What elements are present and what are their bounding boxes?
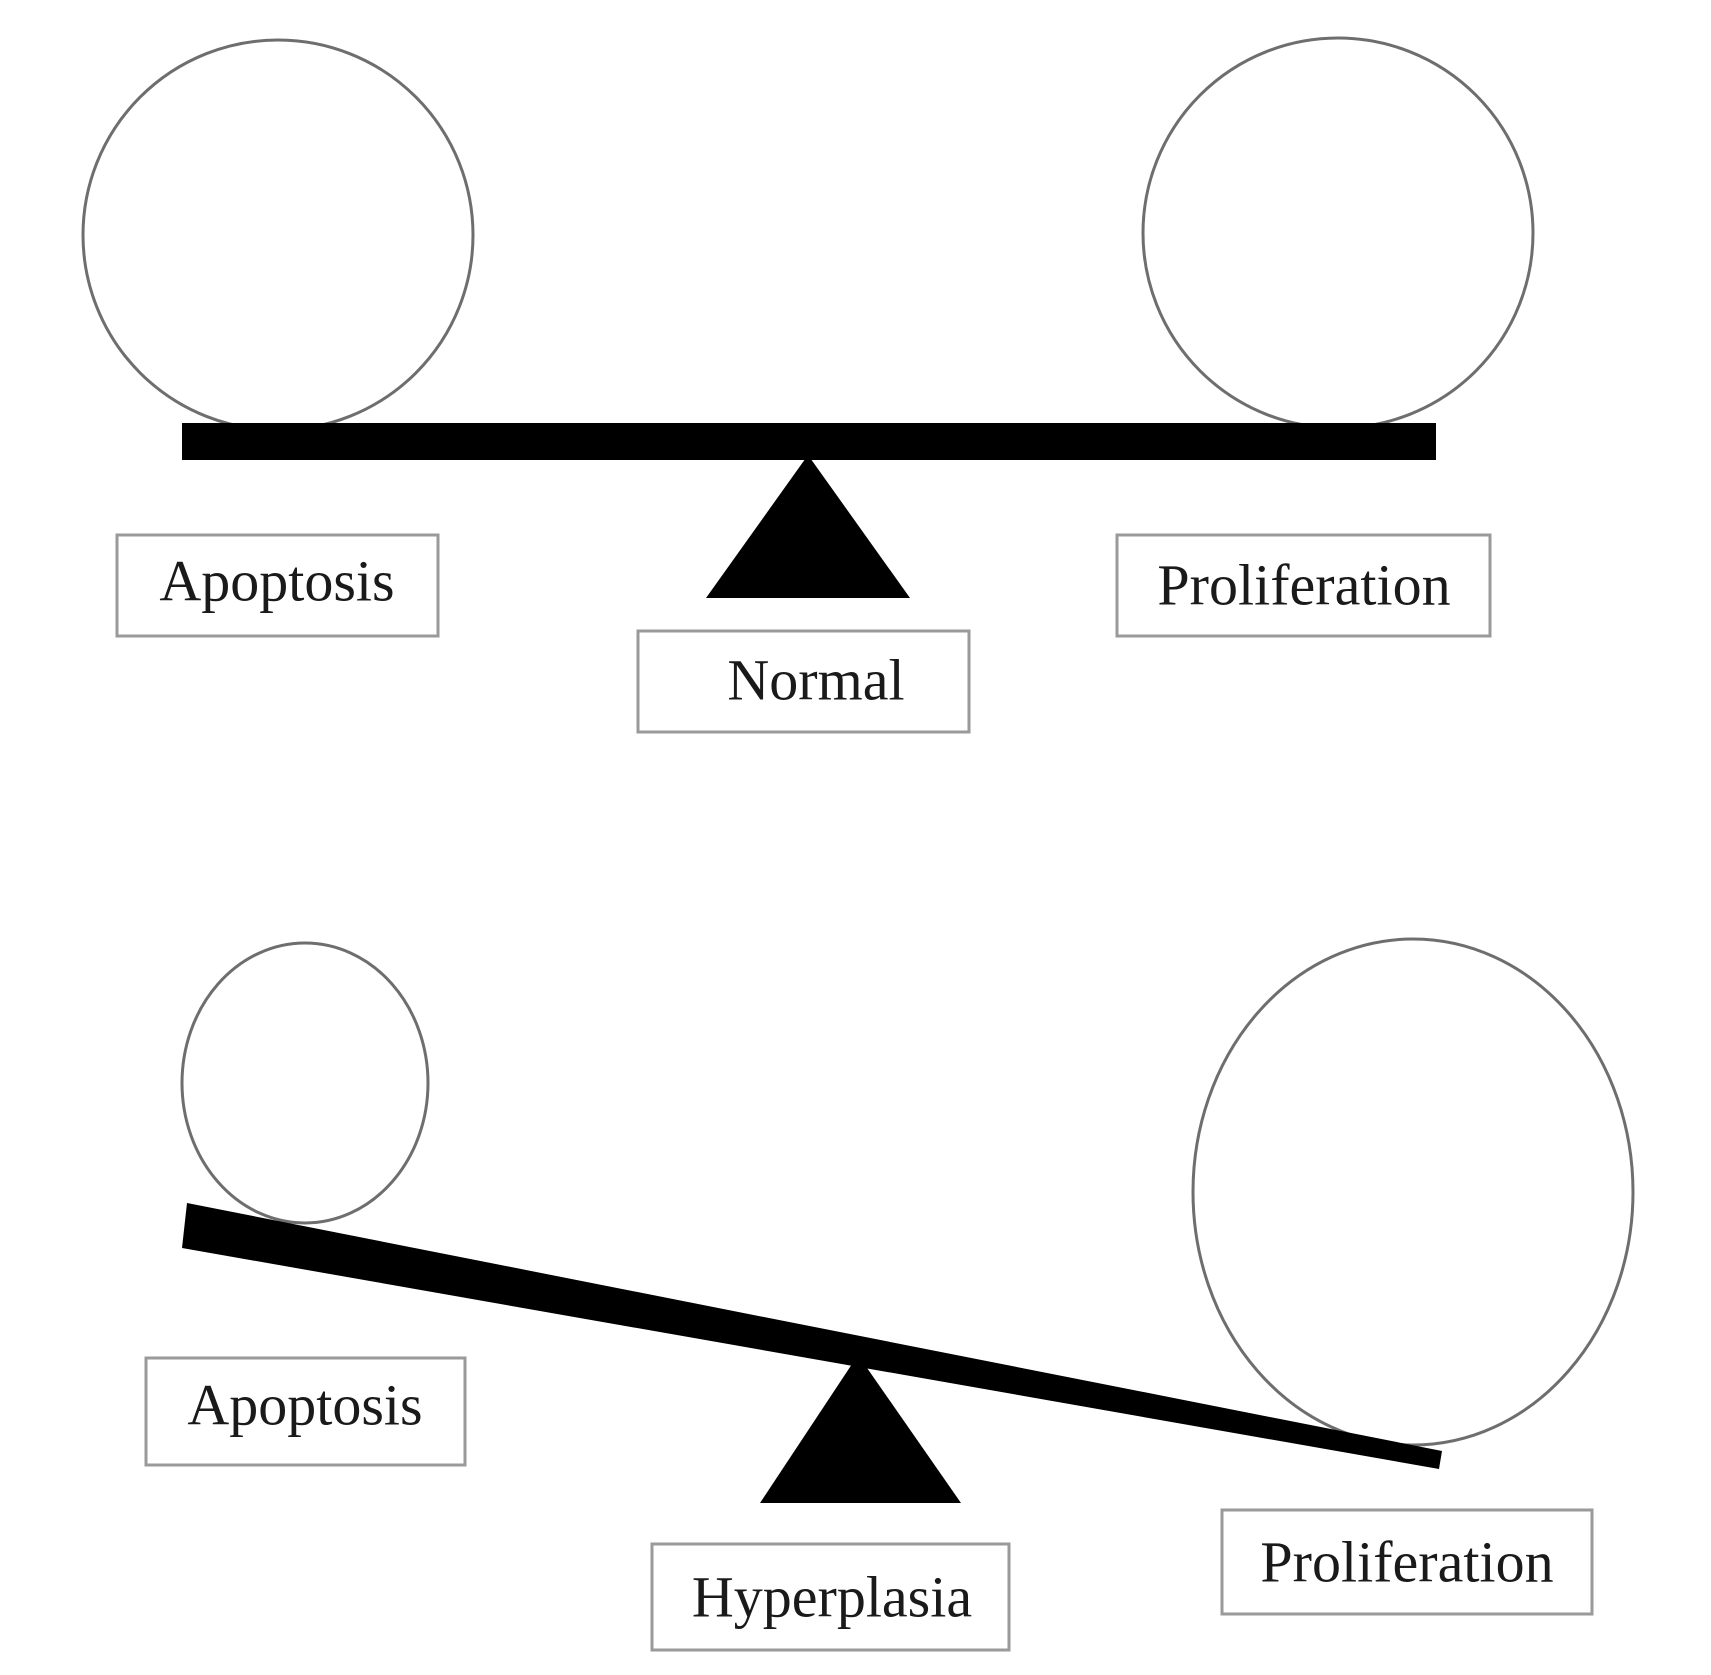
top-proliferation-label: Proliferation bbox=[1115, 533, 1492, 638]
bottom-seesaw-beam bbox=[182, 1203, 1442, 1469]
top-apoptosis-weight bbox=[81, 38, 475, 432]
bottom-apoptosis-label-text: Apoptosis bbox=[187, 1373, 422, 1438]
top-normal-label-text: Normal bbox=[727, 648, 904, 713]
top-proliferation-label-box bbox=[1115, 533, 1492, 638]
bottom-hyperplasia-label: Hyperplasia bbox=[650, 1542, 1011, 1652]
bottom-proliferation-label: Proliferation bbox=[1220, 1508, 1594, 1616]
bottom-hyperplasia-label-box bbox=[650, 1542, 1011, 1652]
top-balance: Apoptosis Proliferation Normal bbox=[81, 36, 1535, 734]
bottom-fulcrum bbox=[760, 1355, 961, 1503]
bottom-hyperplasia-label-text: Hyperplasia bbox=[692, 1565, 972, 1630]
top-apoptosis-label-box bbox=[115, 533, 440, 638]
top-normal-label-box bbox=[636, 629, 971, 734]
bottom-apoptosis-weight bbox=[180, 941, 430, 1225]
bottom-proliferation-weight bbox=[1191, 937, 1635, 1447]
top-fulcrum bbox=[706, 455, 910, 598]
top-proliferation-weight bbox=[1141, 36, 1535, 430]
top-normal-label: Normal bbox=[636, 629, 971, 734]
bottom-apoptosis-label: Apoptosis bbox=[144, 1356, 467, 1467]
bottom-proliferation-label-box bbox=[1220, 1508, 1594, 1616]
top-apoptosis-label: Apoptosis bbox=[115, 533, 440, 638]
bottom-apoptosis-label-box bbox=[144, 1356, 467, 1467]
bottom-balance: Apoptosis Hyperplasia Proliferation bbox=[144, 937, 1635, 1652]
bottom-proliferation-label-text: Proliferation bbox=[1260, 1530, 1553, 1595]
top-apoptosis-label-text: Apoptosis bbox=[159, 549, 394, 614]
top-seesaw-beam bbox=[182, 423, 1436, 460]
top-proliferation-label-text: Proliferation bbox=[1157, 553, 1450, 618]
